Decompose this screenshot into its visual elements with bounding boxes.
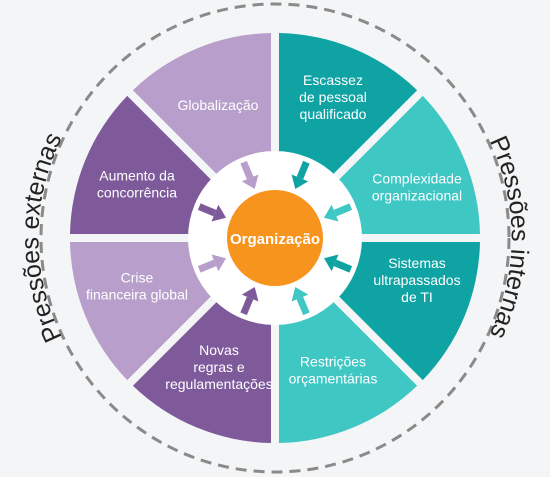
arrow-shaft-left-2 (197, 203, 217, 217)
segment-label-line: concorrência (97, 185, 177, 201)
segment-label-line: Restrições (300, 354, 366, 370)
segment-label-line: orçamentárias (289, 371, 378, 387)
segment-label-line: Sistemas (388, 255, 446, 271)
segment-label-line: Globalização (178, 97, 259, 113)
arrow-head-left-1 (241, 174, 259, 190)
dashed-outer-ring (39, 2, 511, 474)
arrow-head-left-4 (241, 286, 259, 302)
arrow-shaft-right-2 (333, 203, 353, 217)
segment-label-line: regras e (193, 359, 245, 375)
segment-label-line: Escassez (303, 72, 363, 88)
segment-label-line: Complexidade (372, 171, 462, 187)
arrow-shaft-right-3 (333, 259, 353, 273)
arrow-shaft-left-3 (197, 259, 217, 273)
segment-label-line: organizacional (372, 188, 462, 204)
arrow-shaft-right-1 (296, 160, 310, 180)
segment-label-line: financeira global (86, 287, 188, 303)
segment-label-line: Crise (121, 270, 154, 286)
segment-label-line: Aumento da (99, 168, 175, 184)
arrow-head-right-1 (291, 174, 309, 190)
center-label: Organização (230, 231, 320, 248)
arrow-shaft-left-4 (240, 296, 254, 316)
arrow-shaft-right-4 (296, 296, 310, 316)
inward-arrows (197, 160, 353, 316)
arrow-head-left-3 (211, 254, 227, 272)
segment-label-line: regulamentações (165, 376, 272, 392)
arrow-head-right-3 (323, 254, 339, 272)
segment-label-line: de pessoal (299, 89, 367, 105)
segment-label-line: Novas (199, 342, 239, 358)
segment-label-left-1: Globalização (178, 97, 259, 113)
segment-label-line: ultrapassados (373, 272, 460, 288)
arrow-head-right-4 (291, 286, 309, 302)
arrow-shaft-left-1 (240, 160, 254, 180)
segment-label-line: de TI (401, 289, 433, 305)
segment-label-line: qualificado (300, 106, 367, 122)
arrow-head-right-2 (323, 204, 339, 222)
arrow-head-left-2 (211, 204, 227, 222)
center-circle (227, 190, 323, 286)
